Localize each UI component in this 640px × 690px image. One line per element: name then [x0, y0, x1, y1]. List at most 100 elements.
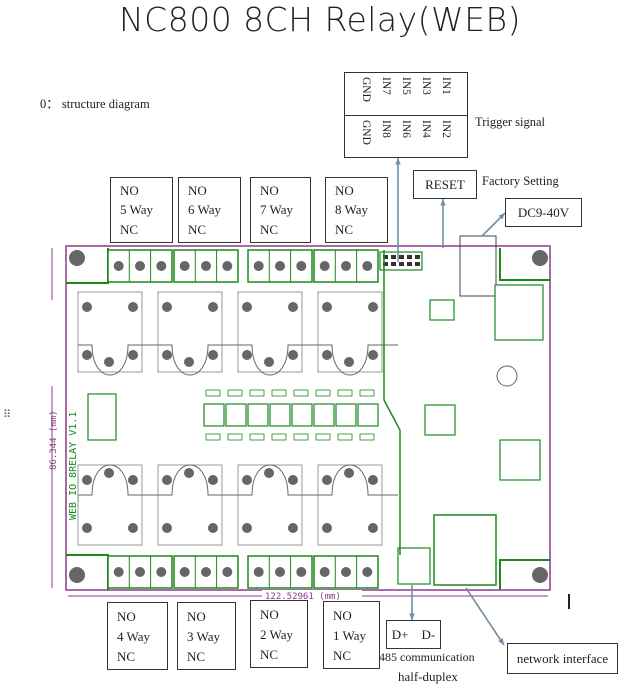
dimension-label-bg [262, 590, 362, 602]
relay-pin [242, 302, 252, 312]
relay-pin [208, 302, 218, 312]
dc-converter [494, 284, 544, 341]
relay-pin [368, 523, 378, 533]
resistor [293, 433, 309, 441]
nc-label: NC [333, 647, 352, 663]
rs485-arrow-head [409, 613, 415, 620]
ethernet-chip [499, 439, 541, 481]
reset-box: RESET [413, 170, 477, 199]
terminal-screw [275, 567, 285, 577]
terminal-screw [362, 567, 373, 577]
terminal-screw [275, 261, 285, 271]
way-label: 4 Way [117, 628, 151, 644]
trigger-signal-header: GND IN7 IN5 IN3 IN1 GND IN8 IN6 IN4 IN2 [344, 72, 468, 158]
no-label: NO [188, 183, 207, 199]
optocoupler [203, 403, 225, 427]
no-label: NO [333, 607, 352, 623]
factory-setting-label: Factory Setting [482, 174, 559, 188]
relay-pin [288, 523, 298, 533]
no-label: NO [335, 183, 354, 199]
header-pin [399, 262, 404, 266]
section-label: 0： structure diagram [40, 97, 150, 111]
terminal-screw [341, 567, 351, 577]
resistor [249, 389, 265, 397]
copper-trace [383, 250, 401, 555]
buzzer [496, 365, 518, 387]
drag-handle-icon[interactable]: ⠿ [3, 409, 12, 421]
terminal-screw [156, 567, 167, 577]
resistor [227, 433, 243, 441]
terminal-screw [341, 261, 351, 271]
terminal-screw [179, 261, 190, 271]
relay-pin [288, 350, 298, 360]
relay-pin [322, 475, 332, 485]
nc-label: NC [335, 221, 354, 237]
resistor [271, 389, 287, 397]
terminal-screw [179, 567, 190, 577]
mcu [424, 404, 456, 436]
text-cursor [568, 594, 570, 609]
half-duplex-note: half-duplex [398, 669, 458, 684]
way-label: 1 Way [333, 627, 367, 643]
nc-label: NC [260, 221, 279, 237]
relay-pin [288, 302, 298, 312]
height-dimension: 86.344 (mm) [49, 410, 59, 470]
trigger-header [379, 251, 423, 271]
voltage-regulator [87, 393, 117, 441]
header-pin [391, 255, 396, 259]
terminal-screw [113, 567, 124, 577]
header-pin [415, 255, 420, 259]
relay-pin [82, 523, 92, 533]
trigger-row-1: GND IN7 IN5 IN3 IN1 [345, 73, 467, 115]
relay-pin [128, 523, 138, 533]
relay-pin [128, 475, 138, 485]
relay-pin [162, 523, 172, 533]
resistor [271, 433, 287, 441]
pin-label: IN7 [380, 77, 392, 95]
terminal-screw [253, 261, 264, 271]
terminal-screw [222, 567, 233, 577]
terminal-screw [222, 261, 233, 271]
relay-pin [82, 350, 92, 360]
pin-label: IN4 [420, 119, 432, 138]
terminal-screw [135, 261, 145, 271]
power-input-box: DC9-40V [505, 198, 582, 227]
header-pin [407, 262, 412, 266]
terminal-screw [319, 567, 330, 577]
mounting-hole [69, 567, 85, 583]
no-label: NO [120, 183, 139, 199]
relay-pin [242, 475, 252, 485]
optocoupler [225, 403, 247, 427]
terminal-screw [201, 567, 211, 577]
optocoupler [357, 403, 379, 427]
way-label: 2 Way [260, 626, 294, 642]
copper-trace [78, 464, 398, 496]
header-pin [415, 262, 420, 266]
pin-label: GND [360, 119, 372, 145]
resistor [293, 389, 309, 397]
relay-pin [162, 302, 172, 312]
way-label: 8 Way [335, 202, 369, 218]
terminal-screw [296, 261, 307, 271]
network-interface-box: network interface [507, 643, 618, 674]
copper-trace [499, 559, 550, 590]
terminal-screw [135, 567, 145, 577]
nc-label: NC [260, 646, 279, 662]
terminal-screw [362, 261, 373, 271]
resistor [315, 433, 331, 441]
trigger-arrow-head [395, 158, 401, 165]
relay-pin [368, 475, 378, 485]
pin-label: IN8 [380, 119, 392, 138]
header-pin [383, 262, 388, 266]
pin-label: IN1 [440, 77, 452, 95]
header-pin [399, 255, 404, 259]
resistor [359, 389, 375, 397]
rj45-jack [433, 514, 497, 586]
terminal-screw [253, 567, 264, 577]
